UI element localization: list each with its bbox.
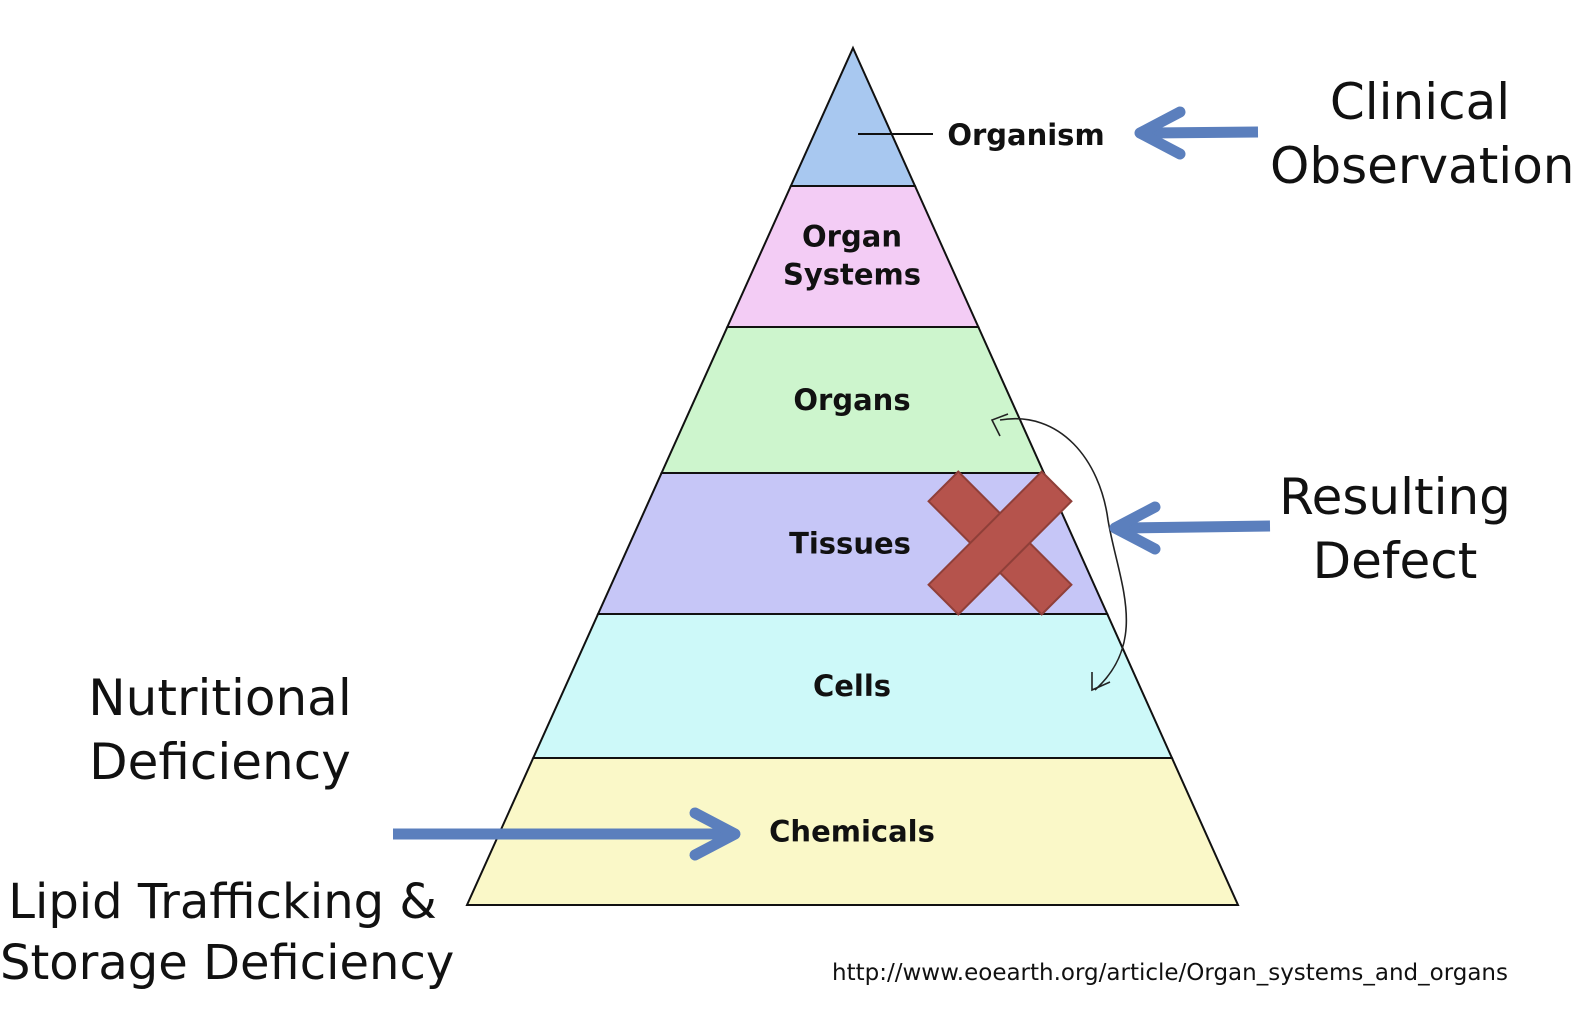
- arrow-left-icon: [1134, 106, 1259, 160]
- resulting-defect-label: Resulting Defect: [1255, 465, 1535, 593]
- pyramid-label-organism: Organism: [947, 118, 1104, 152]
- pyramid-level-organism: [789, 45, 917, 187]
- pyramid-label-line: Systems: [783, 258, 921, 292]
- arrow-left-icon: [1109, 501, 1271, 555]
- clinical-observation-line-2: Observation: [1270, 137, 1575, 195]
- pyramid-label-line: Cells: [813, 669, 891, 703]
- pyramid-label-chemicals: Chemicals: [769, 815, 935, 849]
- curved-bracket-arrowhead-top: [990, 413, 1009, 437]
- nutritional-deficiency-line-1: Nutritional: [88, 669, 352, 727]
- pyramid-label-line: Organs: [793, 383, 910, 417]
- nutritional-deficiency-label: Nutritional Deficiency: [60, 666, 380, 794]
- lipid-trafficking-line-1: Lipid Trafficking &: [8, 874, 437, 930]
- curved-bracket-line: [999, 417, 1128, 691]
- curved-bracket-arrowhead-bottom: [1091, 672, 1111, 692]
- pyramid-level-chemicals: [465, 757, 1240, 906]
- arrow-right-icon: [393, 807, 741, 861]
- pyramid-label-line: Organ: [802, 220, 902, 254]
- pyramid-level-organ-systems: [725, 185, 980, 328]
- lipid-trafficking-label: Lipid Trafficking & Storage Deficiency: [0, 872, 455, 995]
- pyramid-label-tissues: Tissues: [789, 527, 911, 561]
- pyramid-label-line: Tissues: [789, 527, 911, 561]
- nutritional-deficiency-line-2: Deficiency: [89, 733, 351, 791]
- source-url[interactable]: http://www.eoearth.org/article/Organ_sys…: [832, 960, 1508, 986]
- lipid-trafficking-line-2: Storage Deficiency: [0, 935, 455, 992]
- pyramid-label-line: Chemicals: [769, 815, 935, 849]
- resulting-defect-line-1: Resulting: [1279, 468, 1511, 526]
- clinical-observation-label: Clinical Observation: [1270, 70, 1575, 198]
- resulting-defect-line-2: Defect: [1312, 532, 1478, 590]
- pyramid-label-organs: Organs: [793, 383, 910, 417]
- clinical-observation-line-1: Clinical: [1329, 73, 1511, 131]
- pyramid-label-cells: Cells: [813, 669, 891, 703]
- x-cross-icon: [927, 470, 1073, 616]
- pyramid-label-line: Organism: [947, 118, 1104, 152]
